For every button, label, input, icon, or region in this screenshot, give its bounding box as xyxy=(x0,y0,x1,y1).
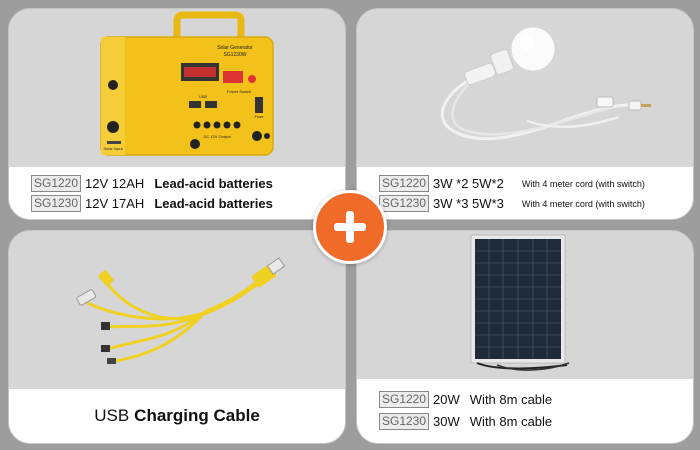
panel-wattage: 30W xyxy=(433,414,460,429)
spec-row: SG1220 3W *2 5W*2 With 4 meter cord (wit… xyxy=(379,175,645,192)
cord-note: With 4 meter cord (with switch) xyxy=(521,198,645,209)
solar-panel-card: SG1220 20W With 8m cable SG1230 30W With… xyxy=(356,230,694,444)
device-model-label: SG1230W xyxy=(223,52,246,58)
generator-caption: SG1220 12V 12AH Lead-acid batteries SG12… xyxy=(9,167,345,219)
device-switch-label: Power Switch xyxy=(227,89,251,94)
model-tag: SG1220 xyxy=(31,175,82,192)
panel-wattage: 20W xyxy=(433,392,460,407)
bulb-spec: 3W *2 5W*2 xyxy=(433,176,504,191)
battery-type: Lead-acid batteries xyxy=(154,196,273,211)
spec-row: SG1230 12V 17AH Lead-acid batteries xyxy=(31,195,273,212)
model-tag: SG1230 xyxy=(31,195,82,212)
solar-generator-image: Solar Generator SG1230W Power Switch DC … xyxy=(100,11,274,156)
device-usb-label: USB xyxy=(199,94,208,99)
model-tag: SG1230 xyxy=(379,195,430,212)
usb-cable-title-prefix: USB xyxy=(94,406,130,425)
plus-badge xyxy=(313,190,387,264)
plus-icon xyxy=(334,211,366,243)
model-tag: SG1230 xyxy=(379,413,430,430)
usb-cable-title-main: Charging Cable xyxy=(134,406,260,425)
model-tag: SG1220 xyxy=(379,175,430,192)
panel-cable: With 8m cable xyxy=(469,392,553,407)
device-dc-label: DC 12V Output xyxy=(203,134,231,139)
generator-card: Solar Generator SG1230W Power Switch DC … xyxy=(8,8,346,220)
battery-type: Lead-acid batteries xyxy=(154,176,273,191)
spec-row: SG1220 12V 12AH Lead-acid batteries xyxy=(31,175,273,192)
cord-note: With 4 meter cord (with switch) xyxy=(521,178,645,189)
device-solar-label: Solar Input xyxy=(103,146,123,151)
bulb-caption: SG1220 3W *2 5W*2 With 4 meter cord (wit… xyxy=(357,167,693,219)
solar-panel-image xyxy=(470,234,570,371)
bulb-spec: 3W *3 5W*3 xyxy=(433,196,504,211)
usb-cable-image xyxy=(76,257,286,364)
panel-cable: With 8m cable xyxy=(469,414,553,429)
spec-row: SG1220 20W With 8m cable xyxy=(379,391,562,408)
solar-panel-caption: SG1220 20W With 8m cable SG1230 30W With… xyxy=(357,379,693,443)
model-tag: SG1220 xyxy=(379,391,430,408)
device-fuse-label: Fuse xyxy=(255,114,265,119)
led-bulb-image xyxy=(440,26,651,141)
battery-spec: 12V 17AH xyxy=(85,196,145,211)
spec-row: SG1230 3W *3 5W*3 With 4 meter cord (wit… xyxy=(379,195,645,212)
spec-row: SG1230 30W With 8m cable xyxy=(379,413,562,430)
bulb-card: SG1220 3W *2 5W*2 With 4 meter cord (wit… xyxy=(356,8,694,220)
device-brand-label: Solar Generator xyxy=(217,45,253,51)
battery-spec: 12V 12AH xyxy=(85,176,145,191)
